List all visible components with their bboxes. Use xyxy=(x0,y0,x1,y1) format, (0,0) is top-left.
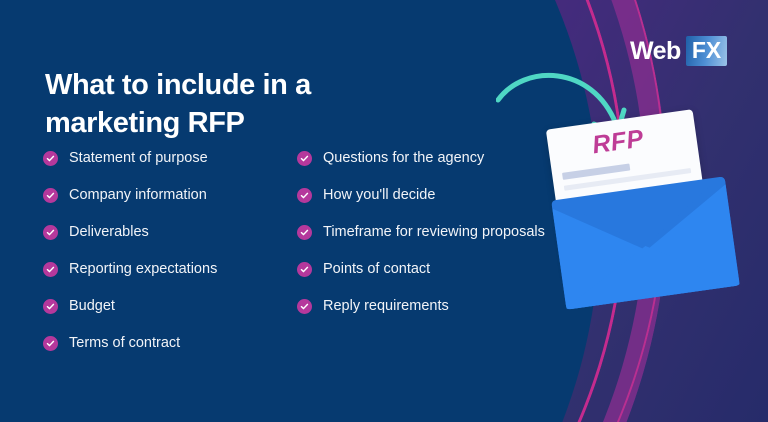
page-title: What to include in a marketing RFP xyxy=(45,67,425,141)
list-item-label: Statement of purpose xyxy=(69,150,208,166)
check-circle-icon xyxy=(43,151,58,166)
list-item: Reply requirements xyxy=(297,296,552,316)
open-envelope-icon: RFP xyxy=(545,109,768,362)
webfx-logo[interactable]: Web FX xyxy=(630,36,728,66)
check-circle-icon xyxy=(43,225,58,240)
check-circle-icon xyxy=(43,336,58,351)
list-item: Reporting expectations xyxy=(43,259,293,279)
check-circle-icon xyxy=(297,262,312,277)
envelope-front-panel xyxy=(551,176,740,310)
list-item-label: Timeframe for reviewing proposals xyxy=(323,224,545,240)
check-circle-icon xyxy=(43,299,58,314)
checklist-left-column: Statement of purpose Company information… xyxy=(43,148,293,370)
list-item: Timeframe for reviewing proposals xyxy=(297,222,552,242)
checklist-right-column: Questions for the agency How you'll deci… xyxy=(297,148,552,333)
list-item-label: Terms of contract xyxy=(69,335,181,351)
list-item: How you'll decide xyxy=(297,185,552,205)
list-item: Budget xyxy=(43,296,293,316)
letter-title: RFP xyxy=(590,124,646,160)
list-item-label: Deliverables xyxy=(69,224,149,240)
check-circle-icon xyxy=(43,262,58,277)
check-circle-icon xyxy=(297,225,312,240)
list-item: Company information xyxy=(43,185,293,205)
check-circle-icon xyxy=(43,188,58,203)
list-item-label: Company information xyxy=(69,187,207,203)
check-circle-icon xyxy=(297,151,312,166)
page-title-line-1: What to include in a xyxy=(45,69,311,102)
list-item: Deliverables xyxy=(43,222,293,242)
logo-text-web: Web xyxy=(630,36,681,65)
list-item: Points of contact xyxy=(297,259,552,279)
list-item-label: Questions for the agency xyxy=(323,150,485,166)
list-item-label: Reporting expectations xyxy=(69,261,218,277)
logo-text-fx: FX xyxy=(685,36,728,66)
page-title-line-2: marketing RFP xyxy=(45,106,245,139)
check-circle-icon xyxy=(297,188,312,203)
list-item-label: Points of contact xyxy=(323,261,431,277)
list-item-label: Budget xyxy=(69,298,115,314)
list-item-label: Reply requirements xyxy=(323,298,449,314)
list-item: Statement of purpose xyxy=(43,148,293,168)
list-item: Questions for the agency xyxy=(297,148,552,168)
check-circle-icon xyxy=(297,299,312,314)
list-item: Terms of contract xyxy=(43,333,293,353)
list-item-label: How you'll decide xyxy=(323,187,436,203)
